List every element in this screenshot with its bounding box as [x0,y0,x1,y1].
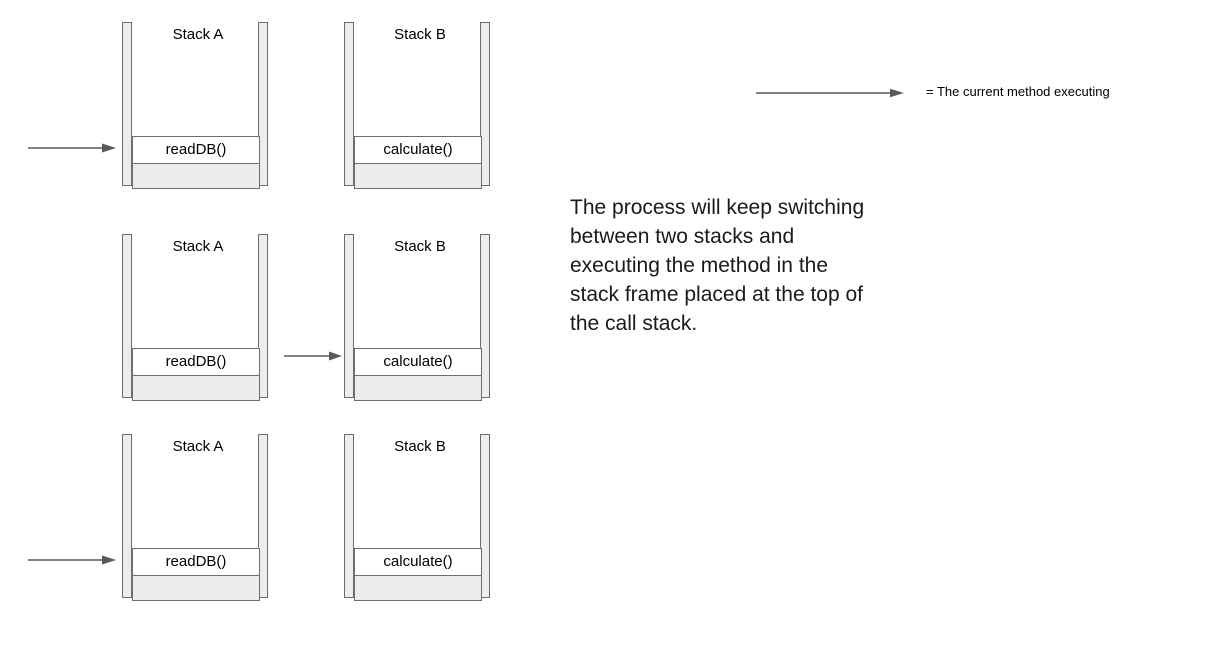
stack-pillar-right [480,434,490,598]
stack-pillar-left [122,434,132,598]
stack-frame-empty [354,163,482,189]
stack-title: Stack A [172,238,224,255]
stack-frame-empty [354,375,482,401]
stack-pillar-left [344,434,354,598]
stack-a: Stack A readDB() [122,14,274,196]
stack-b: Stack B calculate() [344,226,496,408]
stack-frame-empty [132,163,260,189]
stack-pillar-right [258,234,268,398]
stack-b: Stack B calculate() [344,14,496,196]
stack-frame: readDB() [132,348,260,376]
stack-title: Stack B [394,238,446,255]
stack-pillar-left [122,234,132,398]
stack-title: Stack B [394,438,446,455]
stack-pillar-left [344,234,354,398]
stack-diagram-row-3: Stack A readDB() Stack B calculate() [0,426,1212,616]
stack-pillar-right [480,234,490,398]
execution-arrow-row-1 [28,142,116,154]
stack-pillar-left [344,22,354,186]
stack-title: Stack B [394,26,446,43]
legend: = The current method executing [756,80,1110,104]
stack-frame: readDB() [132,136,260,164]
stack-frame: readDB() [132,548,260,576]
stack-frame: calculate() [354,548,482,576]
stack-pillar-right [258,434,268,598]
stack-a: Stack A readDB() [122,226,274,408]
stack-a: Stack A readDB() [122,426,274,608]
stack-pillar-right [480,22,490,186]
stack-diagram-row-2: Stack A readDB() Stack B calculate() [0,226,1212,416]
stack-frames: calculate() [354,136,482,189]
stack-frame-empty [132,375,260,401]
stack-frame-empty [132,575,260,601]
stack-pillar-left [122,22,132,186]
description-text: The process will keep switching between … [570,196,865,335]
stack-frames: readDB() [132,136,260,189]
right-arrow-icon [756,86,904,98]
stack-b: Stack B calculate() [344,426,496,608]
stack-frames: calculate() [354,548,482,601]
execution-arrow-row-3 [28,554,116,566]
stack-frames: calculate() [354,348,482,401]
stack-frames: readDB() [132,348,260,401]
stack-title: Stack A [172,26,224,43]
stack-frames: readDB() [132,548,260,601]
stack-title: Stack A [172,438,224,455]
stack-frame: calculate() [354,136,482,164]
stack-frame: calculate() [354,348,482,376]
switch-arrow-row-2 [284,350,342,362]
stack-pillar-right [258,22,268,186]
stack-diagram-row-1: Stack A readDB() Stack B calculate() [0,14,1212,204]
legend-label: = The current method executing [926,84,1110,99]
stack-frame-empty [354,575,482,601]
